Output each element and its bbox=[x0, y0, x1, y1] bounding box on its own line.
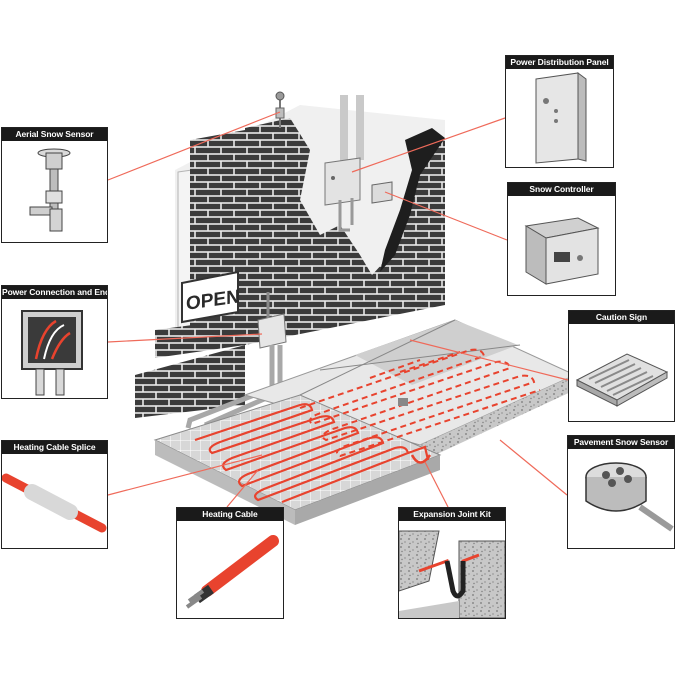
callout-power-distribution-panel: Power Distribution Panel bbox=[505, 55, 614, 168]
open-sign: OPEN bbox=[181, 270, 240, 324]
callout-title: Heating Cable bbox=[177, 508, 283, 521]
callout-title: Heating Cable Splice bbox=[2, 441, 107, 454]
callout-heating-cable: Heating Cable bbox=[176, 507, 284, 619]
controller-box-icon bbox=[524, 217, 600, 285]
brick-wall bbox=[135, 118, 445, 418]
callout-title: Aerial Snow Sensor bbox=[2, 128, 107, 141]
callout-title: Snow Controller bbox=[508, 183, 615, 196]
heated-pavement-slab bbox=[153, 319, 456, 525]
leader-lines bbox=[107, 111, 569, 508]
cable-splice-icon bbox=[2, 473, 107, 533]
callout-title: Power Connection and End Seal bbox=[2, 286, 107, 299]
wall-panel-device bbox=[324, 157, 393, 232]
expansion-joint-icon bbox=[399, 530, 505, 618]
pavement-sensor-icon bbox=[585, 462, 674, 532]
callout-title: Pavement Snow Sensor bbox=[568, 436, 674, 449]
callout-title: Expansion Joint Kit bbox=[399, 508, 505, 521]
heating-cable-layout bbox=[194, 403, 430, 504]
upper-slab-cable bbox=[299, 348, 541, 458]
electrical-panel-icon bbox=[535, 72, 587, 164]
expansion-joint-marker bbox=[398, 398, 432, 464]
callout-snow-controller: Snow Controller bbox=[507, 182, 616, 296]
aerial-snow-sensor-icon bbox=[29, 148, 71, 232]
callout-power-connection-end-seal: Power Connection and End Seal bbox=[1, 285, 108, 399]
callout-pavement-snow-sensor: Pavement Snow Sensor bbox=[567, 435, 675, 549]
callout-aerial-snow-sensor: Aerial Snow Sensor bbox=[1, 127, 108, 243]
callout-caution-sign: Caution Sign bbox=[568, 310, 675, 422]
junction-box-icon bbox=[21, 310, 83, 396]
callout-heating-cable-splice: Heating Cable Splice bbox=[1, 440, 108, 549]
callout-expansion-joint-kit: Expansion Joint Kit bbox=[398, 507, 506, 619]
heating-cable-icon bbox=[185, 535, 279, 609]
callout-title: Caution Sign bbox=[569, 311, 674, 324]
caution-plate-icon bbox=[575, 353, 669, 407]
callout-title: Power Distribution Panel bbox=[506, 56, 613, 69]
